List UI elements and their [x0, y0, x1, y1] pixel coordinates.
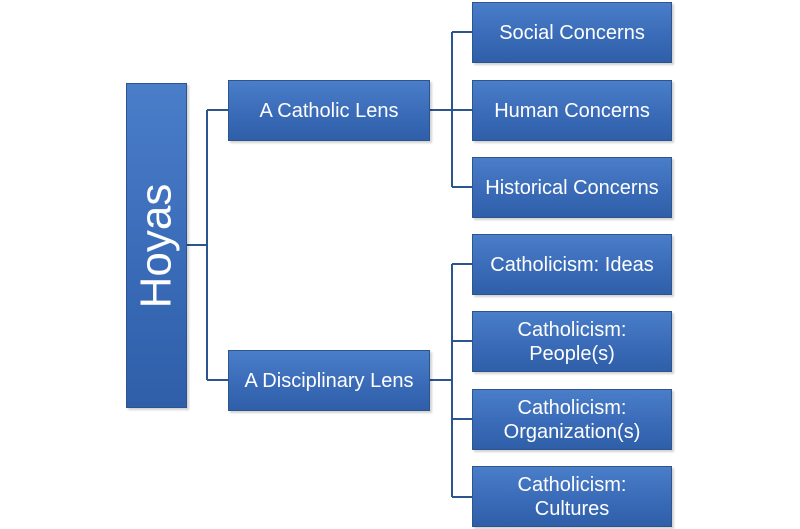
node-catholicism-organizations: Catholicism: Organization(s) [472, 389, 672, 450]
node-social-concerns: Social Concerns [472, 2, 672, 63]
node-label-line-1: Catholicism: [517, 396, 627, 419]
root-node-hoyas: Hoyas [126, 83, 187, 408]
node-disciplinary-lens: A Disciplinary Lens [228, 350, 430, 411]
node-label: Social Concerns [499, 21, 645, 44]
root-label: Hoyas [131, 183, 181, 308]
node-label: Human Concerns [494, 99, 650, 122]
node-historical-concerns: Historical Concerns [472, 157, 672, 218]
node-catholic-lens: A Catholic Lens [228, 80, 430, 141]
node-label-line-1: Catholicism: [517, 473, 627, 496]
node-catholicism-cultures: Catholicism: Cultures [472, 466, 672, 527]
node-label-line-1: Catholicism: [517, 318, 627, 341]
node-label-line-2: Cultures [534, 497, 610, 520]
node-catholicism-peoples: Catholicism: People(s) [472, 311, 672, 372]
node-human-concerns: Human Concerns [472, 80, 672, 141]
node-label: A Catholic Lens [259, 99, 399, 122]
node-label-line-2: People(s) [529, 342, 615, 365]
node-label-line-2: Organization(s) [503, 420, 641, 443]
node-label: Historical Concerns [485, 176, 659, 199]
node-label: A Disciplinary Lens [244, 369, 414, 392]
node-catholicism-ideas: Catholicism: Ideas [472, 234, 672, 295]
node-label: Catholicism: Ideas [490, 253, 654, 276]
